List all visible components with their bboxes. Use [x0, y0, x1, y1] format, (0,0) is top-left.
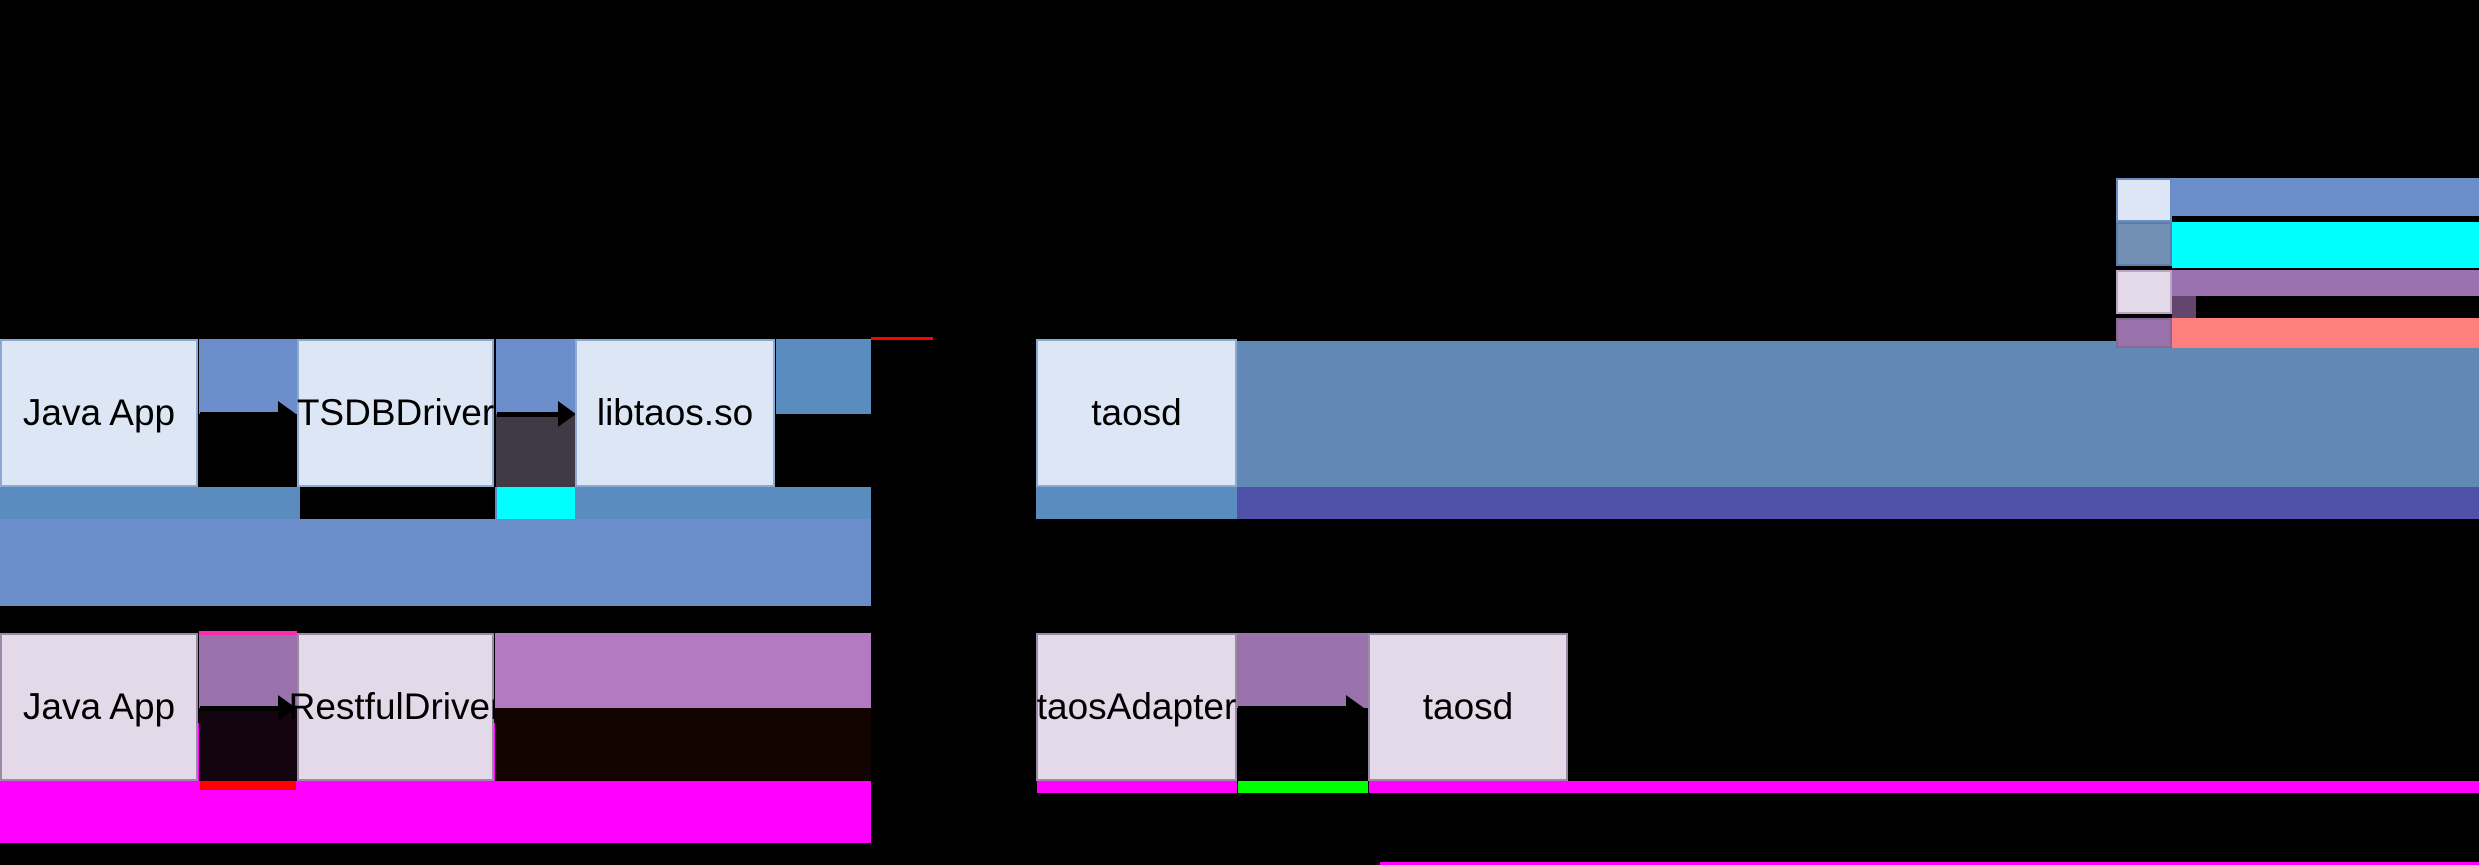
- legend-bar-3: [2172, 318, 2479, 348]
- legend-row-1[interactable]: [2116, 222, 2479, 268]
- node-label: libtaos.so: [596, 391, 754, 433]
- taosd-rest-underline-magenta: [1369, 781, 2479, 793]
- rest-connector-2-band: [495, 633, 871, 708]
- native-connector-2-line: [497, 412, 561, 417]
- native-row-underline-left: [0, 487, 300, 519]
- canvas-bottom-rule: [1380, 862, 2479, 865]
- legend-bar-1: [2172, 222, 2479, 268]
- node-label: taosAdapter: [1036, 685, 1237, 727]
- node-label: Java App: [22, 391, 176, 433]
- native-connector-1-arrowhead: [278, 401, 296, 427]
- rest-connector-1-red-rule: [200, 781, 296, 790]
- taosadapter-underline-magenta: [1037, 781, 1237, 793]
- legend-row-3[interactable]: [2116, 318, 2479, 348]
- native-row-underline-right: [575, 487, 871, 519]
- legend-bar-2: [2172, 270, 2479, 296]
- legend-swatch-3: [2116, 318, 2172, 348]
- native-row-accent-cyan: [497, 487, 575, 519]
- diagram-legend: [2116, 178, 2479, 348]
- rest-connector-3-green: [1238, 781, 1368, 793]
- native-row-main-band: [0, 519, 871, 606]
- native-connector-3-red-rule: [871, 337, 933, 340]
- node-java-app-rest[interactable]: Java App: [0, 633, 198, 781]
- native-connector-3-band: [776, 339, 871, 414]
- rest-connector-3-arrowhead: [1346, 695, 1364, 721]
- node-label: taosd: [1091, 391, 1182, 433]
- native-connector-3-arrowhead: [1022, 401, 1040, 427]
- server-indigo-band: [1237, 487, 2479, 519]
- node-taosadapter[interactable]: taosAdapter: [1036, 633, 1237, 781]
- legend-row-0[interactable]: [2116, 178, 2479, 222]
- server-slate-band: [1237, 341, 2479, 487]
- rest-connector-1-line: [200, 706, 280, 711]
- node-libtaos-so[interactable]: libtaos.so: [575, 339, 775, 487]
- taosd-underline-band: [1036, 487, 1237, 519]
- node-label: RestfulDriver: [288, 685, 503, 727]
- legend-bar-0: [2172, 178, 2479, 216]
- native-connector-1-line: [200, 412, 280, 417]
- legend-row-2[interactable]: [2116, 270, 2479, 320]
- node-java-app-native[interactable]: Java App: [0, 339, 198, 487]
- node-label: taosd: [1422, 685, 1514, 727]
- rest-row-top-rule: [199, 631, 297, 635]
- node-label: TSDBDriver: [296, 391, 495, 433]
- legend-swatch-0: [2116, 178, 2172, 222]
- node-taosd-rest[interactable]: taosd: [1368, 633, 1568, 781]
- rest-connector-2-dark: [495, 708, 871, 781]
- node-taosd-native[interactable]: taosd: [1036, 339, 1237, 487]
- node-tsdbdriver[interactable]: TSDBDriver: [297, 339, 494, 487]
- legend-bar-2-shadow: [2172, 296, 2196, 320]
- native-connector-2-arrowhead: [558, 401, 576, 427]
- rest-connector-3-line: [1238, 706, 1348, 711]
- rest-connector-1-arrowhead: [278, 695, 296, 721]
- node-label: Java App: [22, 685, 176, 727]
- legend-swatch-1: [2116, 222, 2172, 266]
- legend-swatch-2: [2116, 270, 2172, 314]
- node-restfuldriver[interactable]: RestfulDriver: [289, 633, 502, 781]
